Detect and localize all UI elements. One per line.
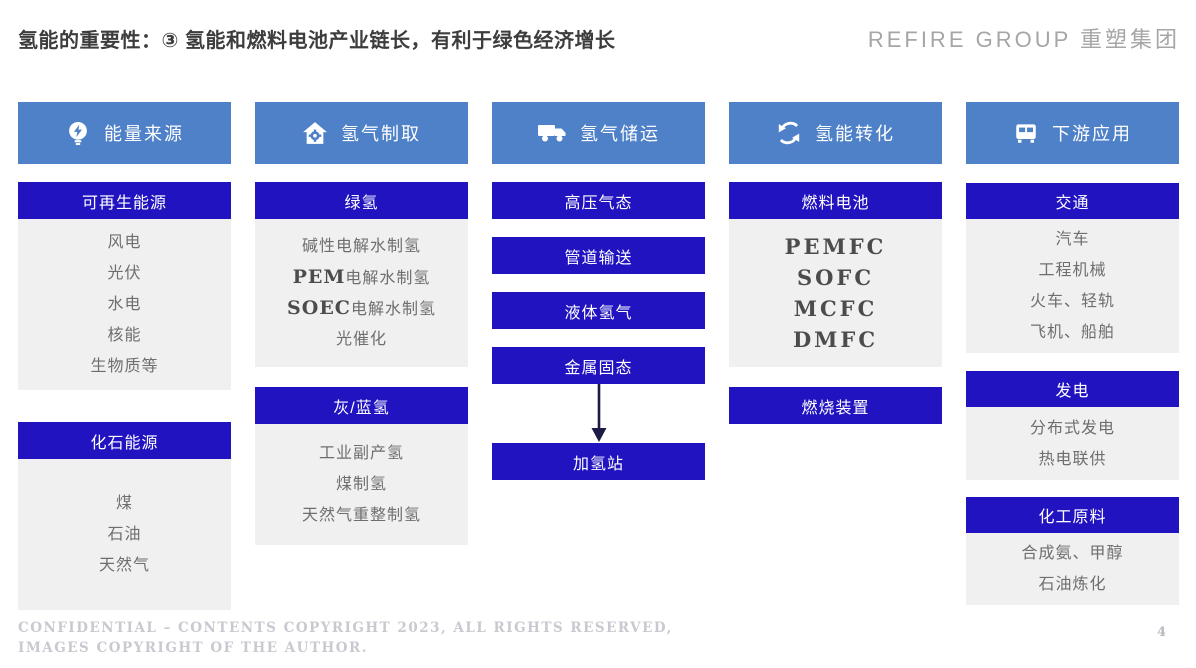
section-title-grey-blue-hydrogen: 灰/蓝氢: [255, 387, 468, 424]
section-renewable: 可再生能源 风电 光伏 水电 核能 生物质等: [18, 182, 231, 390]
section-body-transport: 汽车 工程机械 火车、轻轨 飞机、船舶: [966, 219, 1179, 353]
column-downstream-application: 下游应用 交通 汽车 工程机械 火车、轻轨 飞机、船舶 发电 分布式发电 热电联…: [966, 102, 1179, 610]
section-title-renewable: 可再生能源: [18, 182, 231, 219]
list-item: 工业副产氢: [318, 445, 404, 462]
section-power-generation: 发电 分布式发电 热电联供: [966, 371, 1179, 480]
list-item: 天然气重整制氢: [301, 507, 421, 524]
section-body-green-hydrogen: 碱性电解水制氢 PEM电解水制氢 SOEC电解水制氢 光催化: [255, 219, 468, 367]
list-item: 天然气: [98, 557, 150, 574]
list-item: 石油: [107, 526, 142, 543]
section-body-grey-blue-hydrogen: 工业副产氢 煤制氢 天然气重整制氢: [255, 424, 468, 545]
list-item: 水电: [107, 296, 142, 313]
recycle-icon: [776, 120, 802, 146]
section-transport: 交通 汽车 工程机械 火车、轻轨 飞机、船舶: [966, 183, 1179, 353]
list-item: 核能: [107, 327, 142, 344]
list-item: DMFC: [792, 327, 879, 352]
company-logo: REFIRE GROUP 重塑集团: [867, 27, 1180, 52]
item-text: 电解水制氢: [345, 270, 431, 287]
section-fuel-cell: 燃料电池 PEMFC SOFC MCFC DMFC: [729, 182, 942, 367]
list-item: 合成氨、甲醇: [1021, 545, 1124, 562]
column-header-label: 下游应用: [1052, 124, 1132, 144]
section-chemical-feedstock: 化工原料 合成氨、甲醇 石油炼化: [966, 497, 1179, 605]
refueling-station-box: 加氢站: [492, 443, 705, 480]
section-green-hydrogen: 绿氢 碱性电解水制氢 PEM电解水制氢 SOEC电解水制氢 光催化: [255, 182, 468, 367]
footer-line2: IMAGES COPYRIGHT OF THE AUTHOR.: [18, 640, 368, 656]
list-item: PEM电解水制氢: [293, 262, 431, 293]
page-number: 4: [1156, 625, 1166, 640]
list-item: 煤: [115, 495, 133, 512]
section-body-renewable: 风电 光伏 水电 核能 生物质等: [18, 219, 231, 390]
storage-box-compressed-gas: 高压气态: [492, 182, 705, 219]
list-item: 生物质等: [90, 358, 159, 375]
list-item: 飞机、船舶: [1029, 324, 1115, 341]
section-title-transport: 交通: [966, 183, 1179, 219]
footer-line1: CONFIDENTIAL – CONTENTS COPYRIGHT 2023, …: [18, 620, 673, 636]
storage-box-liquid: 液体氢气: [492, 292, 705, 329]
column-hydrogen-storage: 氢气储运 高压气态 管道输送 液体氢气 金属固态 加氢站: [492, 102, 705, 610]
section-body-fuel-cell: PEMFC SOFC MCFC DMFC: [729, 219, 942, 367]
list-item: 碱性电解水制氢: [302, 231, 421, 262]
value-chain-columns: 能量来源 可再生能源 风电 光伏 水电 核能 生物质等 化石能源 煤 石油 天然…: [18, 102, 1179, 610]
column-header-label: 氢气储运: [580, 124, 660, 144]
page-title: 氢能的重要性：③ 氢能和燃料电池产业链长，有利于绿色经济增长: [18, 30, 616, 52]
section-grey-blue-hydrogen: 灰/蓝氢 工业副产氢 煤制氢 天然气重整制氢: [255, 387, 468, 545]
list-item: 光伏: [107, 265, 142, 282]
list-item: 汽车: [1055, 231, 1090, 248]
list-item: 分布式发电: [1029, 419, 1115, 437]
storage-box-metal-solid: 金属固态: [492, 347, 705, 384]
item-prefix: PEM: [292, 266, 346, 288]
column-energy-source: 能量来源 可再生能源 风电 光伏 水电 核能 生物质等 化石能源 煤 石油 天然…: [18, 102, 231, 610]
list-item: 热电联供: [1038, 450, 1107, 468]
column-header-hydrogen-conversion: 氢能转化: [729, 102, 942, 164]
list-item: 工程机械: [1038, 262, 1107, 279]
truck-icon: [537, 122, 567, 144]
list-item: 石油炼化: [1038, 576, 1107, 593]
list-item: 火车、轻轨: [1029, 293, 1115, 310]
list-item: SOFC: [796, 265, 875, 290]
section-title-power-generation: 发电: [966, 371, 1179, 407]
section-title-chemical-feedstock: 化工原料: [966, 497, 1179, 533]
list-item: 煤制氢: [335, 476, 387, 493]
combustion-device-box: 燃烧装置: [729, 387, 942, 424]
column-header-hydrogen-storage: 氢气储运: [492, 102, 705, 164]
flow-arrow-down: [492, 384, 705, 443]
list-item: 风电: [107, 234, 142, 251]
section-body-fossil: 煤 石油 天然气: [18, 459, 231, 610]
item-prefix: SOEC: [287, 297, 351, 319]
item-text: 电解水制氢: [350, 301, 436, 318]
list-item: SOEC电解水制氢: [287, 293, 436, 324]
storage-box-pipeline: 管道输送: [492, 237, 705, 274]
confidential-footer: CONFIDENTIAL – CONTENTS COPYRIGHT 2023, …: [18, 618, 918, 658]
section-body-chemical-feedstock: 合成氨、甲醇 石油炼化: [966, 533, 1179, 605]
section-body-power-generation: 分布式发电 热电联供: [966, 407, 1179, 480]
column-header-energy-source: 能量来源: [18, 102, 231, 164]
section-title-fossil: 化石能源: [18, 422, 231, 459]
list-item: PEMFC: [784, 234, 887, 259]
house-gear-icon: [302, 120, 328, 146]
section-title-green-hydrogen: 绿氢: [255, 182, 468, 219]
bus-icon: [1013, 120, 1039, 146]
column-header-hydrogen-production: 氢气制取: [255, 102, 468, 164]
bulb-flash-icon: [65, 120, 91, 146]
item-text: 碱性电解水制氢: [301, 238, 421, 255]
column-hydrogen-production: 氢气制取 绿氢 碱性电解水制氢 PEM电解水制氢 SOEC电解水制氢 光催化 灰…: [255, 102, 468, 610]
column-hydrogen-conversion: 氢能转化 燃料电池 PEMFC SOFC MCFC DMFC 燃烧装置: [729, 102, 942, 610]
list-item: 光催化: [336, 324, 387, 355]
column-header-label: 氢气制取: [341, 124, 421, 144]
column-header-label: 氢能转化: [815, 124, 895, 144]
column-header-downstream-application: 下游应用: [966, 102, 1179, 164]
list-item: MCFC: [793, 296, 878, 321]
section-fossil: 化石能源 煤 石油 天然气: [18, 422, 231, 610]
column-header-label: 能量来源: [104, 124, 184, 144]
section-title-fuel-cell: 燃料电池: [729, 182, 942, 219]
item-text: 光催化: [335, 331, 387, 348]
